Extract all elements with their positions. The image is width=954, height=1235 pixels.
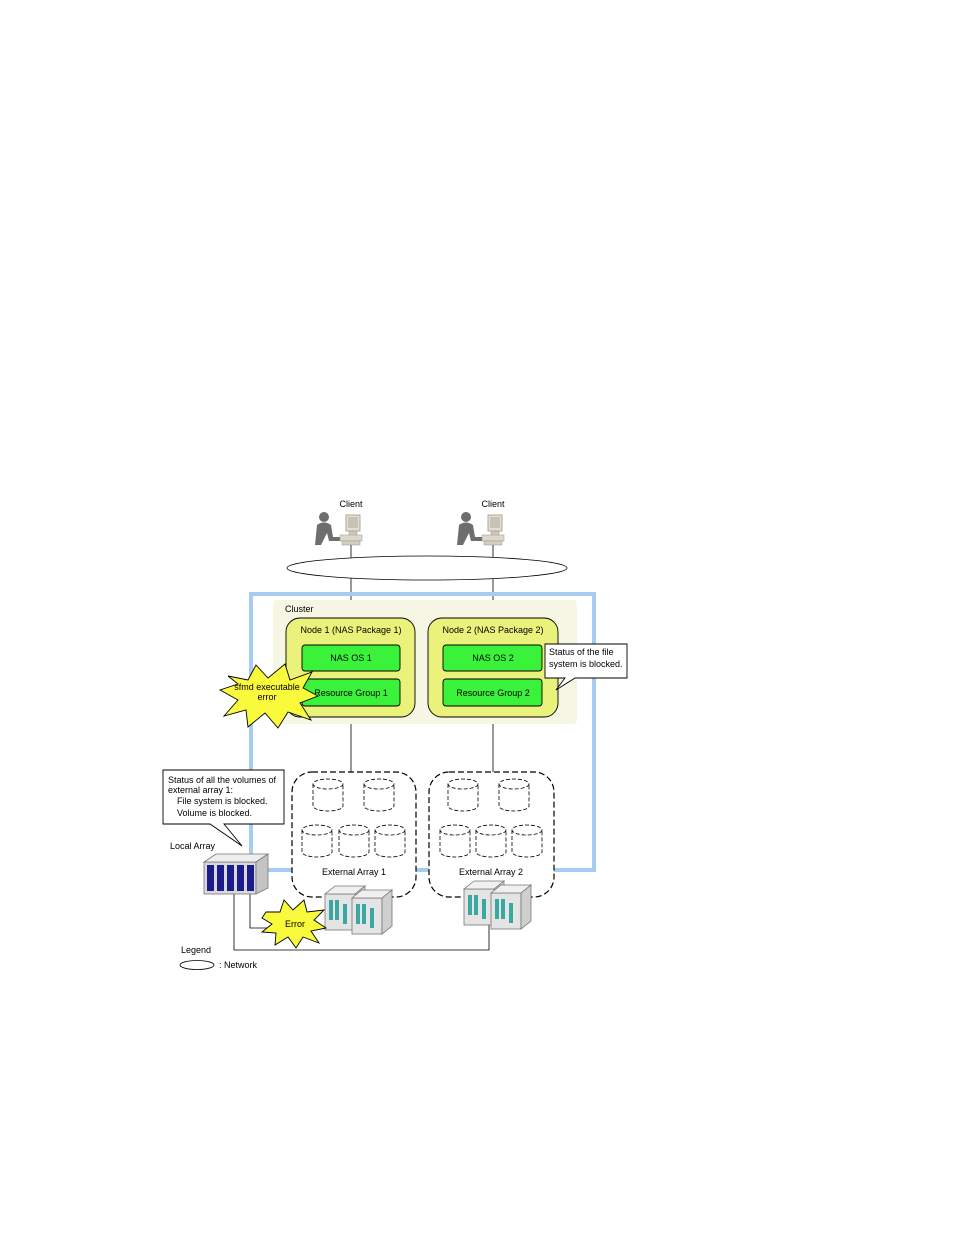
volume-icon [447,778,479,812]
volume-icon [439,824,471,858]
external-array-1-hardware-icon [324,885,393,935]
node-2-title: Node 2 (NAS Package 2) [442,625,543,635]
volume-icon [338,824,370,858]
sfmd-error-line2: error [257,692,276,702]
node-1-os-box [301,644,401,672]
local-array-label: Local Array [170,841,216,851]
client-label-2: Client [481,499,505,509]
file-system-status-line1: Status of the file [549,647,614,657]
volume-icon [475,824,507,858]
volumes-status-line1: Status of all the volumes of [168,775,277,785]
node-2-os-label: NAS OS 2 [472,653,514,663]
legend-network-ellipse [179,960,215,970]
volume-icon [363,778,395,812]
volumes-status-line4: Volume is blocked. [177,808,252,818]
file-system-status-callout [544,643,628,691]
client-label-1: Client [339,499,363,509]
file-system-status-line2: system is blocked. [549,659,623,669]
local-array-hardware-icon [202,853,270,895]
node-1-os-label: NAS OS 1 [330,653,372,663]
node-1-title: Node 1 (NAS Package 1) [300,625,401,635]
cluster-boundary [249,592,596,872]
volume-icon [374,824,406,858]
node-2-resource-group-label: Resource Group 2 [456,688,530,698]
volume-icon [312,778,344,812]
node-2-os-box [442,644,543,672]
node-1-resource-group-label: Resource Group 1 [314,688,388,698]
volumes-status-line3: File system is blocked. [177,796,268,806]
client-computer-icon-2 [456,511,505,546]
sfmd-error-burst-icon [218,663,320,729]
legend-title: Legend [181,945,211,955]
node-2-resource-group-box [442,678,543,707]
volume-icon [511,824,543,858]
client-computer-icon-1 [314,511,363,546]
legend-network-label: : Network [219,960,258,970]
error-label: Error [285,919,305,929]
cluster-label: Cluster [285,604,314,614]
external-array-1-label: External Array 1 [322,867,386,877]
external-array-2-label: External Array 2 [459,867,523,877]
volumes-status-line2: external array 1: [168,785,233,795]
external-array-2-hardware-icon [463,880,532,930]
sfmd-error-line1: sfmd executable [234,682,300,692]
error-burst-icon [260,899,328,949]
volume-icon [301,824,333,858]
volumes-status-callout [162,769,285,847]
volume-icon [498,778,530,812]
network-ellipse [286,555,568,581]
